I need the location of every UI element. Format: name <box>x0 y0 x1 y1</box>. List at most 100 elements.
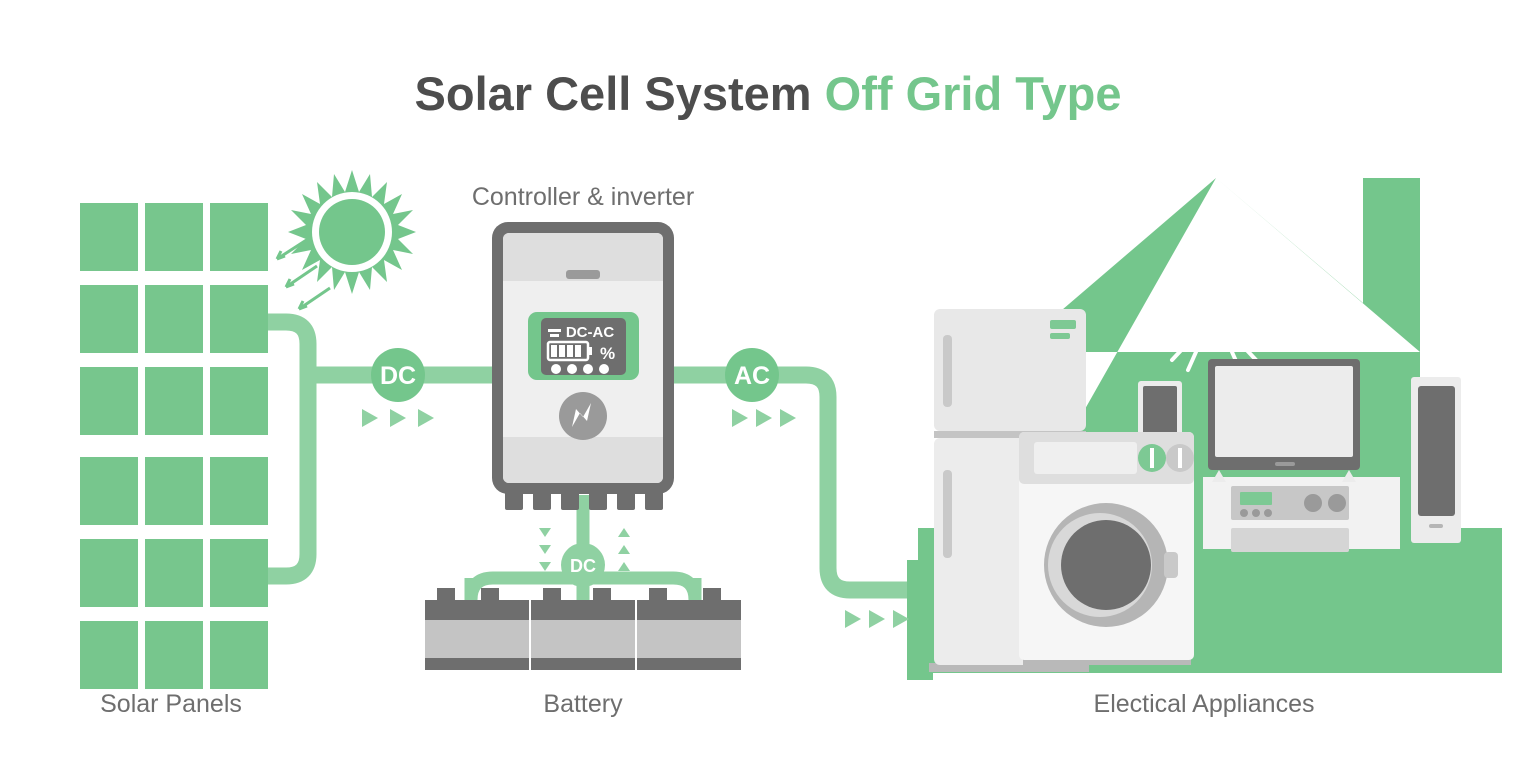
solar-cell <box>80 367 138 435</box>
flow-arrow-icon <box>845 610 861 628</box>
flow-arrow-icon <box>539 528 551 537</box>
solar-cell <box>210 539 268 607</box>
speaker-grille <box>1418 386 1455 516</box>
battery-unit <box>637 588 741 670</box>
flow-arrow-icon <box>756 409 772 427</box>
dc-badge-line: DC <box>371 348 425 402</box>
inverter-logo-badge <box>559 392 607 440</box>
flow-arrow-icon <box>732 409 748 427</box>
flow-arrow-icon <box>618 562 630 571</box>
page-title: Solar Cell System Off Grid Type <box>415 67 1122 120</box>
battery-down-arrows <box>539 528 551 571</box>
solar-panels-label: Solar Panels <box>100 690 242 718</box>
flow-arrow-icon <box>893 610 909 628</box>
indicator-dot <box>551 364 561 374</box>
battery-terminal <box>703 588 721 602</box>
inverter-indicator-dots <box>551 364 609 374</box>
tv-stand <box>1203 477 1400 552</box>
fridge-handle <box>943 470 952 558</box>
appliance-screen <box>1143 386 1177 440</box>
page-title-part2: Off Grid Type <box>825 67 1122 120</box>
battery-terminal <box>593 588 611 602</box>
stereo-knob[interactable] <box>1304 494 1322 512</box>
fridge-freezer-door <box>934 309 1086 431</box>
dc-battery-label: DC <box>570 556 596 576</box>
battery-unit <box>425 588 529 670</box>
ac-flow-arrows <box>732 409 796 427</box>
flow-arrow-icon <box>618 545 630 554</box>
page-title-part1: Solar Cell System <box>415 67 825 120</box>
battery-top <box>531 600 635 620</box>
flow-arrow-icon <box>362 409 378 427</box>
flow-arrow-icon <box>418 409 434 427</box>
stand-drawer <box>1231 528 1349 552</box>
screen-dc-icon <box>548 329 561 337</box>
solar-cell <box>210 203 268 271</box>
stereo-display <box>1240 492 1272 505</box>
flow-arrow-icon <box>539 545 551 554</box>
battery-terminal <box>543 588 561 602</box>
pendant-lamp-icon <box>1156 240 1272 372</box>
solar-cell <box>210 285 268 353</box>
dc-badge-label: DC <box>380 362 416 390</box>
battery-terminal <box>649 588 667 602</box>
solar-cell <box>145 457 203 525</box>
solar-cell <box>145 367 203 435</box>
inverter-vent <box>566 270 600 279</box>
indicator-dot <box>567 364 577 374</box>
flow-arrow-icon <box>390 409 406 427</box>
battery-body <box>531 620 635 658</box>
washing-machine <box>1019 432 1194 665</box>
battery-body <box>637 620 741 658</box>
fridge-handle <box>943 335 952 407</box>
battery-unit <box>531 588 635 670</box>
solar-cell <box>210 367 268 435</box>
flow-arrow-icon <box>869 610 885 628</box>
chimney <box>1363 178 1420 268</box>
solar-panel-array-upper <box>80 203 268 435</box>
battery-terminal <box>481 588 499 602</box>
sun-ray <box>275 237 331 311</box>
inverter-percent-label: % <box>600 344 615 363</box>
battery-base <box>637 658 741 670</box>
small-appliance <box>1138 381 1182 445</box>
solar-cell <box>80 285 138 353</box>
controller-inverter-label: Controller & inverter <box>472 183 694 211</box>
solar-cell <box>80 621 138 689</box>
indicator-dot <box>583 364 593 374</box>
solar-cell <box>145 621 203 689</box>
solar-panel-array-lower <box>80 457 268 689</box>
stereo-button[interactable] <box>1252 509 1260 517</box>
ac-badge-line: AC <box>725 348 779 402</box>
inverter-mode-label: DC-AC <box>566 324 614 341</box>
flow-arrow-icon <box>539 562 551 571</box>
inverter-top-band <box>503 233 663 281</box>
appliances-label: Electical Appliances <box>1094 690 1315 718</box>
solar-cell <box>210 457 268 525</box>
stereo-button[interactable] <box>1264 509 1272 517</box>
battery-up-arrows <box>618 528 630 571</box>
gauge-bar <box>567 345 573 357</box>
solar-cell <box>80 203 138 271</box>
stereo-button[interactable] <box>1240 509 1248 517</box>
controller-inverter-unit: DC-AC % <box>492 222 674 510</box>
lightning-bolt-icon <box>572 403 591 427</box>
fridge-control-panel <box>1050 320 1076 329</box>
gauge-bar <box>575 345 581 357</box>
flow-arrow-icon <box>780 409 796 427</box>
solar-cell <box>145 539 203 607</box>
battery-top <box>425 600 529 620</box>
washer-latch <box>1164 552 1178 578</box>
solar-cell <box>80 539 138 607</box>
tv-screen <box>1215 366 1353 457</box>
house-flow-arrows <box>845 610 909 628</box>
flow-arrow-icon <box>618 528 630 537</box>
washer-drum <box>1061 520 1151 610</box>
gauge-bar <box>551 345 557 357</box>
dc-badge-battery: DC <box>561 543 605 587</box>
washer-display <box>1034 442 1137 474</box>
battery-bank <box>425 588 741 670</box>
solar-cell <box>80 457 138 525</box>
stereo-knob[interactable] <box>1328 494 1346 512</box>
